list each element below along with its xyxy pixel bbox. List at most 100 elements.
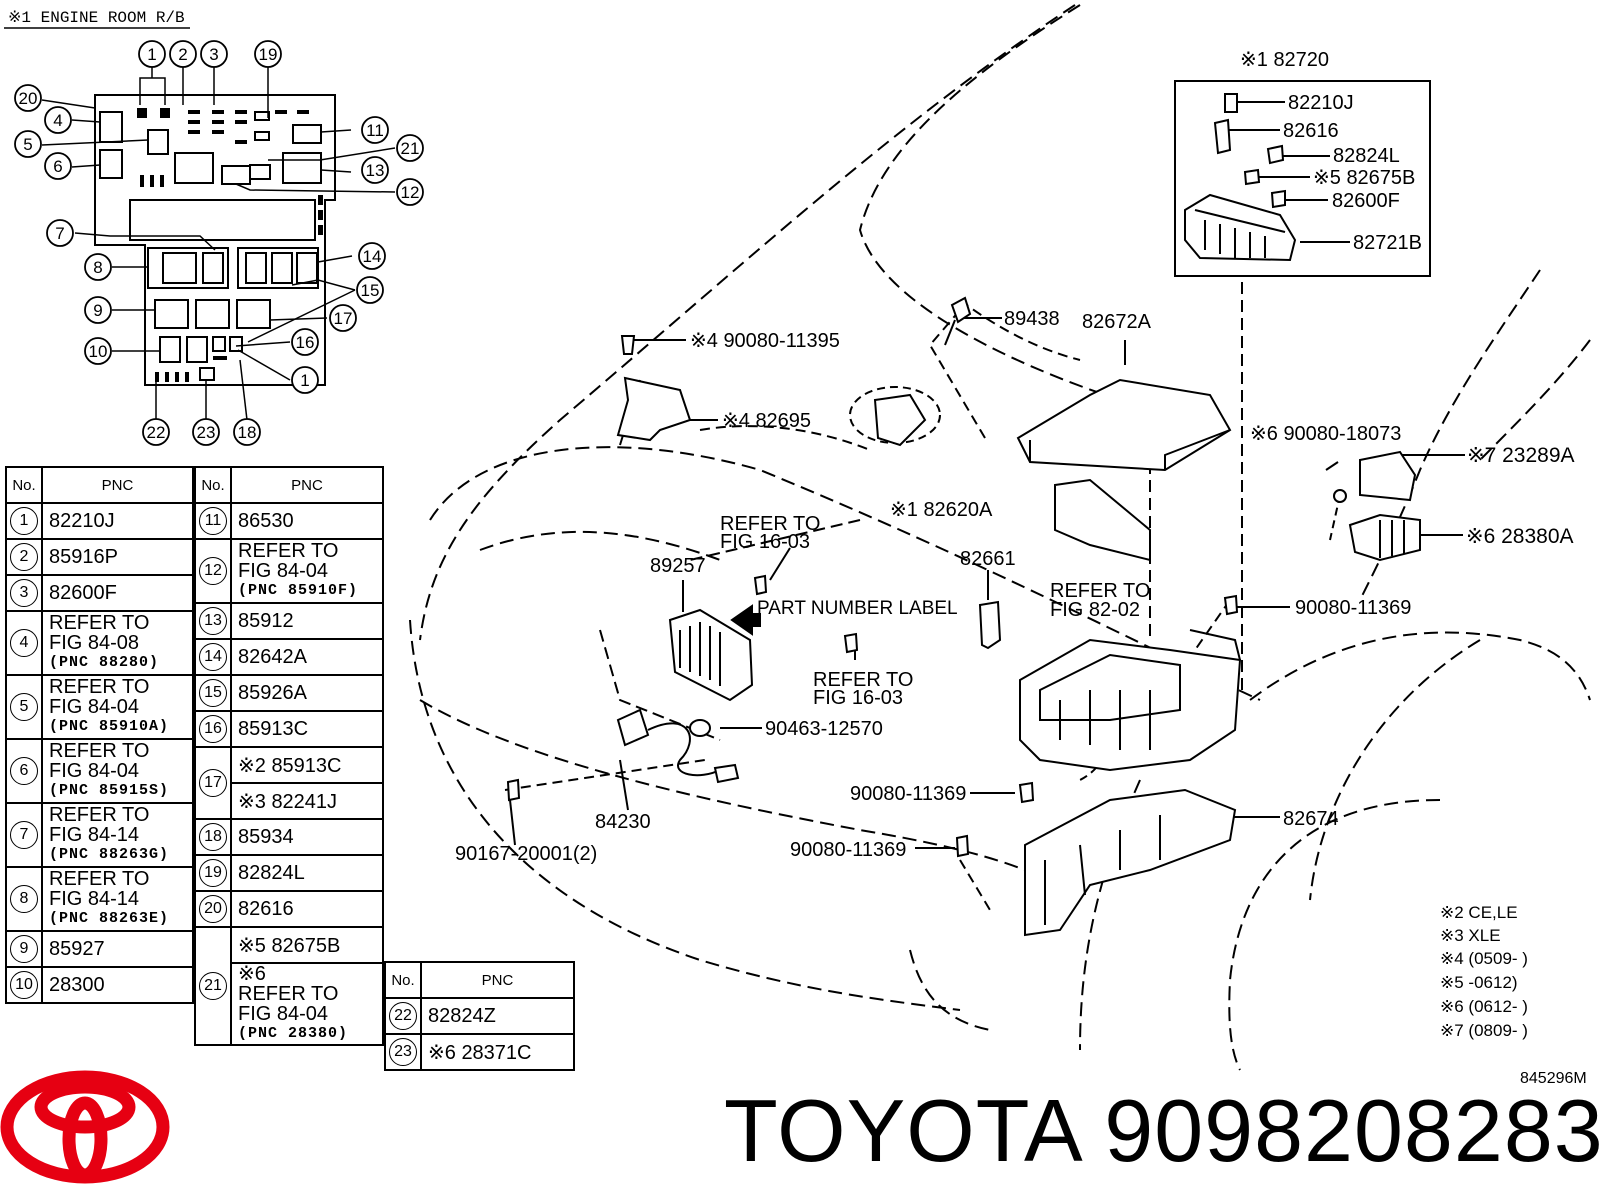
pnc-cell: ※6 28371C xyxy=(420,1033,575,1071)
pnc-sub-text: (PNC 88263G) xyxy=(49,846,170,863)
callout-circle xyxy=(44,152,72,180)
item-number-badge: 4 xyxy=(10,629,38,657)
callout-number: 14 xyxy=(363,247,382,266)
fuse-icon xyxy=(1213,118,1232,155)
callout-circle xyxy=(358,242,386,270)
row-number-cell: 3 xyxy=(5,574,43,612)
pnc-text: ※6 xyxy=(238,963,266,985)
callout-circle xyxy=(291,328,319,356)
bolt-icon xyxy=(843,632,859,654)
item-number-badge: 1 xyxy=(10,507,38,535)
label-refer-1603b-1: REFER TO xyxy=(813,669,913,691)
sensor-icon xyxy=(950,296,972,324)
inset-part-6: 82721B xyxy=(1353,232,1422,254)
bracket-icon xyxy=(1054,478,1151,562)
pnc-cell: 85934 xyxy=(230,818,384,856)
pnc-text: 85912 xyxy=(238,609,294,632)
bracket-icon xyxy=(1359,450,1417,502)
pnc-cell: 85926A xyxy=(230,674,384,712)
note-3: ※4 (0509- ) xyxy=(1440,949,1528,968)
label-90167: 90167-20001(2) xyxy=(455,843,597,865)
label-82672A: 82672A xyxy=(1082,311,1152,333)
note-1: ※2 CE,LE xyxy=(1440,903,1518,922)
pnc-cell: 82600F xyxy=(41,574,194,612)
pnc-text: FIG 84-04 xyxy=(49,696,140,718)
row-number-cell: 9 xyxy=(5,930,43,968)
callout-circle xyxy=(361,116,389,144)
table-row: 14 82642A xyxy=(194,638,384,676)
callout-number: 2 xyxy=(178,45,187,64)
callout-number: 11 xyxy=(366,121,384,140)
callout-number: 6 xyxy=(53,157,62,176)
brand-line: TOYOTA 9098208283 xyxy=(724,1080,1600,1182)
callout-circle xyxy=(14,130,42,158)
callout-number: 7 xyxy=(55,224,64,243)
toyota-logo-icon xyxy=(0,1070,170,1184)
pnc-text: 86530 xyxy=(238,509,294,532)
nut-icon xyxy=(1333,489,1347,503)
pnc-text: 82642A xyxy=(238,645,307,668)
pnc-cell: 82824Z xyxy=(420,997,575,1035)
relay-block-icon xyxy=(1184,193,1297,262)
item-number-badge: 19 xyxy=(199,859,227,887)
row-number-cell: 19 xyxy=(194,854,232,892)
row-number-cell: 1 xyxy=(5,502,43,540)
brand-name: TOYOTA xyxy=(724,1081,1079,1180)
bolt-icon xyxy=(1018,781,1035,804)
rb-title: ※1 ENGINE ROOM R/B xyxy=(8,9,185,27)
callout-circle xyxy=(169,40,197,68)
cover-icon xyxy=(1016,378,1232,472)
inset-part-5: 82600F xyxy=(1332,190,1400,212)
label-refer-1603a-1: REFER TO xyxy=(720,513,820,535)
bolt-icon xyxy=(955,834,970,858)
label-90080-11369-b: 90080-11369 xyxy=(850,783,966,805)
label-refer-1603a-2: FIG 16-03 xyxy=(720,531,810,553)
callout-number: 19 xyxy=(259,45,278,64)
bolt-icon xyxy=(620,335,636,355)
row-number-cell: 10 xyxy=(5,966,43,1004)
label-90463: 90463-12570 xyxy=(765,718,883,740)
relay-icon xyxy=(1348,513,1421,562)
callout-number: 3 xyxy=(209,45,218,64)
arrow-icon xyxy=(730,604,761,636)
callout-number: 22 xyxy=(147,423,166,442)
item-number-badge: 15 xyxy=(199,679,227,707)
pnc-cell: 86530 xyxy=(230,502,384,540)
pnc-sub-text: (PNC 85915S) xyxy=(49,782,170,799)
callout-circle xyxy=(233,418,261,446)
inset-frame xyxy=(1174,80,1431,277)
label-90080-18073: ※6 90080-18073 xyxy=(1250,423,1401,445)
callout-circle xyxy=(396,134,424,162)
label-28380A: ※6 28380A xyxy=(1466,525,1574,548)
clip-icon xyxy=(1270,189,1286,209)
item-number-badge: 7 xyxy=(10,821,38,849)
relay-icon xyxy=(1224,93,1238,113)
callout-number: 20 xyxy=(19,89,38,108)
item-number-badge: 12 xyxy=(199,557,227,585)
item-number-badge: 14 xyxy=(199,643,227,671)
callout-circle xyxy=(192,418,220,446)
callout-circle xyxy=(329,304,357,332)
pnc-text: ※2 85913C xyxy=(238,754,342,777)
row-number-cell: 7 xyxy=(5,802,43,868)
callout-number: 10 xyxy=(89,342,108,361)
col-pnc: PNC xyxy=(41,466,194,504)
pnc-text: REFER TO xyxy=(49,804,150,826)
col-pnc: PNC xyxy=(420,961,575,999)
callout-circle xyxy=(396,178,424,206)
table-row: 17※2 85913C xyxy=(194,746,384,820)
pnc-sub-text: (PNC 85910F) xyxy=(238,582,359,599)
